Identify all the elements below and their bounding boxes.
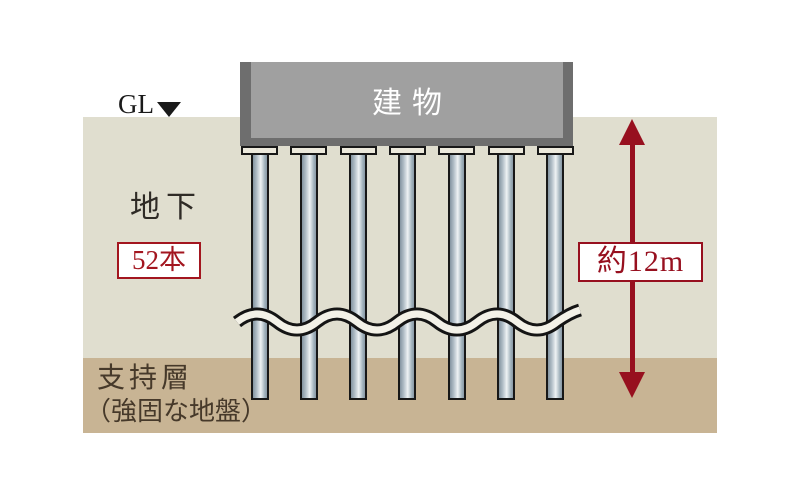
depth-arrow-up-icon xyxy=(619,119,645,145)
building-label: 建物 xyxy=(372,87,452,120)
pile-shaft xyxy=(447,150,466,400)
pile-cap xyxy=(536,146,574,155)
pile-cap xyxy=(438,146,476,155)
gl-text: GL xyxy=(118,89,154,119)
pile-cap xyxy=(241,146,278,155)
wave-inner xyxy=(234,306,582,334)
depth-badge: 約12m xyxy=(578,242,703,282)
pile-shaft xyxy=(299,150,318,400)
pile-shaft xyxy=(349,150,368,400)
support-layer-line1: 支持層 xyxy=(97,363,194,394)
pile-cap xyxy=(487,146,525,155)
pile-count-badge: 52本 xyxy=(117,242,201,279)
support-layer-line2: （強固な地盤） xyxy=(85,397,268,426)
pile-cap xyxy=(290,146,328,155)
pile-shaft xyxy=(546,150,565,400)
break-wave-line xyxy=(232,303,583,337)
depth-arrow-down-icon xyxy=(619,372,645,398)
ground-level-marker-icon xyxy=(157,102,181,117)
support-layer-label: 支持層 （強固な地盤） xyxy=(85,362,267,427)
pile-shaft xyxy=(398,150,417,400)
depth-text: 約12m xyxy=(596,245,685,278)
pile-count-text: 52本 xyxy=(132,245,186,275)
building-block: 建物 xyxy=(240,62,573,146)
pile-cap xyxy=(388,146,426,155)
pile-cap xyxy=(339,146,377,155)
ground-level-label: GL xyxy=(118,89,181,119)
pile-shaft xyxy=(497,150,515,400)
underground-label: 地下 xyxy=(130,191,202,224)
